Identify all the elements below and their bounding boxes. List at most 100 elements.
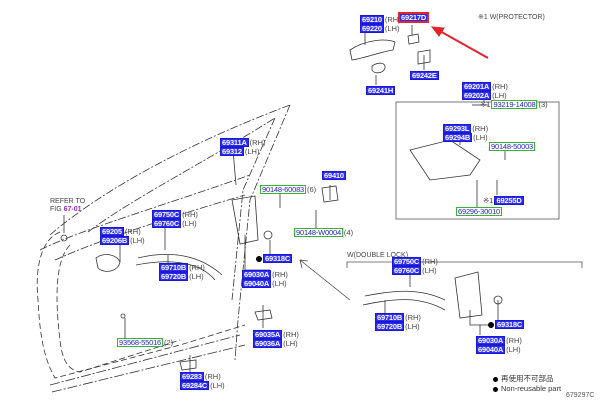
part-qualifier: (RH) [249, 138, 266, 147]
part-number-link[interactable]: 69202A [462, 91, 492, 100]
callout-row: 69710B(RH) [159, 263, 205, 272]
part-number-link[interactable]: 69760C [152, 219, 182, 228]
legend-item: Non-reusable part [493, 384, 561, 394]
callout-row: 69035A(RH) [253, 330, 299, 339]
part-callout: 69311A(RH)69312(LH) [220, 138, 266, 156]
part-number-link[interactable]: 69040A [242, 279, 272, 288]
door-sill [49, 334, 246, 393]
callout-row: 69036A(LH) [253, 339, 299, 348]
part-number-link[interactable]: 69296-30010 [456, 207, 503, 216]
callout-row: 69750C(RH) [152, 210, 198, 219]
part-number-link[interactable]: 69283 [180, 372, 204, 381]
part-number-link[interactable]: 69750C [392, 257, 422, 266]
protector-note: ※1 W(PROTECTOR) [478, 14, 545, 21]
part-number-link[interactable]: 69035A [253, 330, 283, 339]
part-number-link[interactable]: 93219-14008 [491, 100, 538, 109]
part-callout: 69750C(RH)69760C(LH) [392, 257, 438, 275]
part-callout: 69205(RH)69206B(LH) [100, 227, 145, 245]
part-callout: 93568-55016(2) [117, 338, 173, 347]
cable [137, 253, 223, 276]
refer-fig-link[interactable]: 67-01 [63, 206, 82, 213]
part-number-link[interactable]: 69206B [100, 236, 130, 245]
bolt [120, 313, 126, 319]
part-number-link[interactable]: 69318C [495, 320, 525, 329]
part-number-highlighted[interactable]: 69217D [398, 12, 430, 23]
part-number-link[interactable]: 69284C [180, 381, 210, 390]
handle-cap [407, 33, 420, 45]
refer-text: REFER TO [50, 198, 86, 205]
part-number-link[interactable]: 69030A [476, 336, 506, 345]
part-callout: 69241H [366, 86, 396, 95]
part-qualifier: (LH) [210, 381, 225, 390]
callout-row: 69318C [256, 254, 293, 263]
part-callout: 90148-60083(6) [260, 185, 316, 194]
pad-sill [179, 359, 197, 371]
part-number-link[interactable]: 90148-50003 [489, 142, 536, 151]
part-number-link[interactable]: 69720B [159, 272, 189, 281]
illustration-id: 679297C [566, 392, 595, 399]
part-number-link[interactable]: 69318C [263, 254, 293, 263]
part-callout: 69217D [398, 12, 430, 23]
part-number-link[interactable]: 69750C [152, 210, 182, 219]
part-number-link[interactable]: 69241H [366, 86, 396, 95]
part-number-link[interactable]: 69201A [462, 82, 492, 91]
part-number-link[interactable]: 69255D [494, 196, 524, 205]
part-number-link[interactable]: 90148-W0004 [294, 228, 343, 237]
part-number-link[interactable]: 69242E [410, 71, 439, 80]
part-number-link[interactable]: 69030A [242, 270, 272, 279]
callout-row: 69040A(LH) [242, 279, 288, 288]
part-number-link[interactable]: 69036A [253, 339, 283, 348]
part-qualifier: (LH) [272, 279, 287, 288]
callout-row: 69318C [488, 320, 525, 329]
non-reusable-dot-icon [488, 321, 494, 328]
callout-row: 69284C(LH) [180, 381, 225, 390]
part-qualifier: (2) [164, 338, 174, 347]
door-frame-belt-2 [54, 194, 246, 261]
part-number-link[interactable]: 69710B [375, 313, 405, 322]
part-qualifier: (LH) [506, 345, 521, 354]
part-number-link[interactable]: 69220 [360, 24, 384, 33]
protector-mark: ※1 [483, 196, 494, 205]
part-number-link[interactable]: 90148-60083 [260, 185, 307, 194]
outer-handle [349, 39, 396, 61]
part-callout: 69750C(RH)69760C(LH) [152, 210, 198, 228]
callout-row: 69312(LH) [220, 147, 266, 156]
part-number-link[interactable]: 69311A [220, 138, 249, 147]
part-qualifier: (LH) [384, 24, 400, 33]
protector-box [395, 101, 560, 220]
part-callout: 69283(RH)69284C(LH) [180, 372, 225, 390]
callout-row: 69040A(LH) [476, 345, 522, 354]
part-number-link[interactable]: 69760C [392, 266, 422, 275]
part-number-link[interactable]: 69294B [443, 133, 473, 142]
part-number-link[interactable]: 93568-55016 [117, 338, 164, 347]
part-number-link[interactable]: 69710B [159, 263, 189, 272]
part-number-link[interactable]: 69293L [443, 124, 472, 133]
callout-row: 90148-60083(6) [260, 185, 316, 194]
cable-dl [364, 290, 446, 301]
part-qualifier: (LH) [244, 147, 260, 156]
part-qualifier: (LH) [405, 322, 420, 331]
grommet [60, 234, 68, 242]
clip [263, 230, 273, 240]
part-number-link[interactable]: 69410 [322, 171, 346, 180]
part-number-link[interactable]: 69312 [220, 147, 244, 156]
part-qualifier: (RH) [189, 263, 205, 272]
part-callout: 69030A(RH)69040A(LH) [476, 336, 522, 354]
part-callout: 69201A(RH)69202A(LH) [462, 82, 508, 100]
view-arrow [299, 259, 351, 301]
protector-lever [409, 139, 481, 181]
callout-row: 69311A(RH) [220, 138, 266, 147]
part-number-link[interactable]: 69205 [100, 227, 124, 236]
legend: 再使用不可部品 Non-reusable part [493, 374, 561, 394]
part-number-link[interactable]: 69210 [360, 15, 384, 24]
part-callout: 69318C [488, 320, 525, 329]
part-number-link[interactable]: 69720B [375, 322, 405, 331]
part-callout: 69030A(RH)69040A(LH) [242, 270, 288, 288]
callout-row: 69720B(LH) [375, 322, 421, 331]
part-qualifier: (3) [538, 100, 548, 109]
part-number-link[interactable]: 69040A [476, 345, 506, 354]
callout-row: 69720B(LH) [159, 272, 205, 281]
refer-fig-prefix: FIG [50, 206, 62, 213]
double-lock-label: W(DOUBLE LOCK) [347, 252, 409, 259]
part-callout: 69710B(RH)69720B(LH) [375, 313, 421, 331]
